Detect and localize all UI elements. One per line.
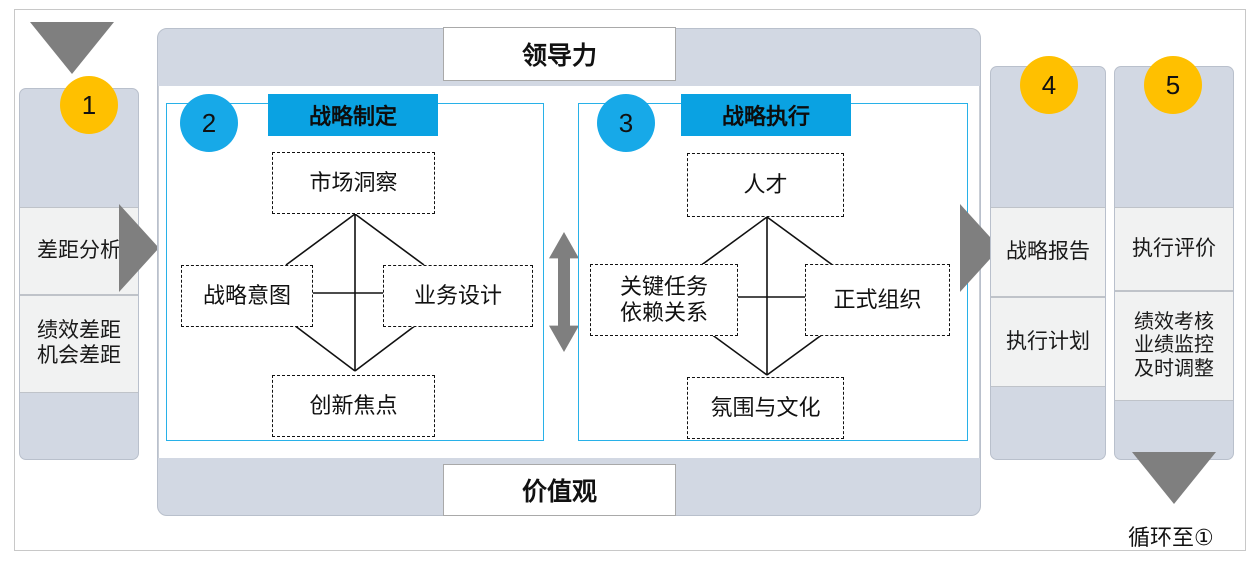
panel4-cell-0[interactable]: 战略报告 — [991, 207, 1105, 297]
badge-step-5: 5 — [1144, 56, 1202, 114]
block3-node-top[interactable]: 人才 — [687, 153, 844, 217]
block2-node-bottom[interactable]: 创新焦点 — [272, 375, 435, 437]
leadership-label: 领导力 — [443, 27, 676, 81]
badge-step-2: 2 — [180, 94, 238, 152]
block3-title: 战略执行 — [681, 94, 851, 136]
badge-step-1: 1 — [60, 76, 118, 134]
panel-gap-analysis[interactable]: 差距分析 绩效差距 机会差距 — [19, 88, 139, 460]
block2-connectors — [285, 213, 425, 372]
panel1-cell-1[interactable]: 绩效差距 机会差距 — [20, 295, 138, 393]
panel4-cell-1[interactable]: 执行计划 — [991, 297, 1105, 387]
entry-down-arrow-icon — [30, 22, 114, 74]
block2-title: 战略制定 — [268, 94, 438, 136]
cycle-note: 循环至① — [1128, 525, 1214, 550]
panel5-cell-0[interactable]: 执行评价 — [1115, 207, 1233, 291]
panel-strategy-report[interactable]: 战略报告 执行计划 — [990, 66, 1106, 460]
block2-node-left[interactable]: 战略意图 — [181, 265, 313, 327]
values-label: 价值观 — [443, 464, 676, 516]
cycle-down-arrow-icon — [1132, 452, 1216, 504]
block2-node-top[interactable]: 市场洞察 — [272, 152, 435, 214]
arrow-panel1-to-center-icon — [119, 204, 159, 292]
panel1-cell-0[interactable]: 差距分析 — [20, 207, 138, 295]
block3-node-right[interactable]: 正式组织 — [805, 264, 950, 336]
badge-step-4: 4 — [1020, 56, 1078, 114]
block2-node-right[interactable]: 业务设计 — [383, 265, 533, 327]
panel-execution-review[interactable]: 执行评价 绩效考核 业绩监控 及时调整 — [1114, 66, 1234, 460]
panel5-cell-1[interactable]: 绩效考核 业绩监控 及时调整 — [1115, 291, 1233, 401]
badge-step-3: 3 — [597, 94, 655, 152]
block3-node-left[interactable]: 关键任务 依赖关系 — [590, 264, 738, 336]
block3-node-bottom[interactable]: 氛围与文化 — [687, 377, 844, 439]
